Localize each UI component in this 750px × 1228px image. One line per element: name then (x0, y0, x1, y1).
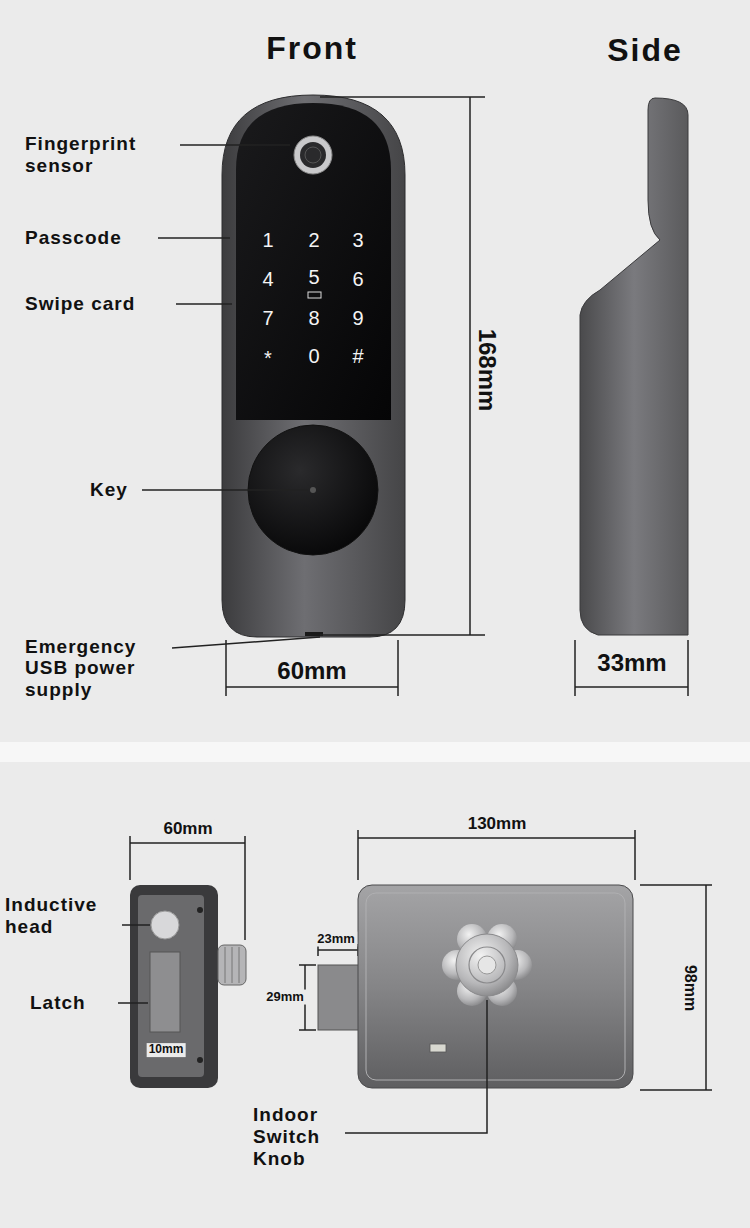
dimension-lines-part (469, 97, 471, 635)
part-name: Passcode (25, 227, 122, 249)
keypad-digit: 9 (352, 307, 363, 330)
front-lock-body-part (222, 95, 405, 637)
dimension-lines-part (244, 836, 246, 940)
rim-lock-side-part (138, 895, 204, 1077)
keypad-digit: * (264, 347, 272, 370)
view-heading: Side (607, 32, 683, 69)
view-heading: Front (266, 30, 358, 67)
keypad-digit: 0 (308, 345, 319, 368)
rim-lock-front-part (318, 965, 362, 1030)
rim-lock-side (130, 885, 246, 1088)
rim-lock-front-part (430, 1044, 446, 1052)
dimension-lines-part (226, 686, 398, 688)
rim-lock-front (318, 885, 633, 1088)
fingerprint-sensor-icon (294, 136, 332, 174)
keypad-digit: 1 (262, 229, 273, 252)
dimension-lines-part (299, 1029, 316, 1031)
dimension-label: 60mm (275, 657, 348, 685)
part-name: Indoor Switch Knob (253, 1104, 353, 1170)
leader-lines-part (158, 237, 230, 239)
dimension-label: 10mm (147, 1043, 186, 1057)
dimension-label: 168mm (473, 327, 501, 414)
dimension-lines-part (575, 686, 688, 688)
part-name: Inductive head (5, 894, 123, 938)
leader-lines-part (345, 1000, 487, 1133)
dimension-label: 60mm (161, 819, 214, 839)
leader-lines-part (118, 1002, 148, 1004)
rim-lock-side-part (151, 911, 179, 939)
dimension-label: 98mm (681, 963, 699, 1013)
rim-lock-side-part (239, 947, 240, 983)
rim-lock-side-part (225, 947, 226, 983)
dimension-lines-part (705, 885, 707, 1090)
rim-lock-front-part (366, 893, 625, 1080)
keypad-digit: 5 (308, 266, 319, 289)
dimension-lines-part (299, 964, 316, 966)
keypad-digit: 8 (308, 307, 319, 330)
indoor-switch-knob-icon-part (469, 947, 505, 983)
leader-lines (118, 145, 487, 1133)
keypad-digit: 3 (352, 229, 363, 252)
background-part (0, 742, 750, 762)
card-reader-icon (308, 292, 321, 298)
part-name: Emergency USB power supply (25, 636, 175, 700)
dimension-label: 23mm (315, 932, 357, 947)
rim-lock-side-part (150, 952, 180, 1032)
front-lock-body-part (236, 103, 391, 420)
indoor-switch-knob-icon-part (478, 956, 496, 974)
rim-lock-side-part (197, 907, 203, 913)
side-view-body-part (580, 98, 688, 635)
part-name: Swipe card (25, 293, 135, 315)
leader-lines-part (172, 637, 320, 648)
rim-lock-side-part (218, 945, 246, 985)
dimension-label: 29mm (264, 990, 306, 1005)
indoor-switch-knob-icon-part (456, 934, 518, 996)
dimension-lines-part (318, 949, 358, 951)
keypad-digit: 4 (262, 268, 273, 291)
leader-lines-part (180, 144, 290, 146)
leader-lines-part (176, 303, 232, 305)
fingerprint-sensor-icon-part (305, 147, 321, 163)
part-name: Latch (30, 992, 86, 1014)
keypad-digit: # (352, 345, 363, 368)
leader-lines-part (142, 489, 308, 491)
part-name: Fingerprint sensor (25, 133, 175, 177)
dimension-label: 33mm (595, 649, 668, 677)
dimension-lines-part (640, 1089, 712, 1091)
dimension-lines (130, 97, 712, 1090)
card-reader-icon-part (308, 292, 321, 298)
fingerprint-sensor-icon-part (294, 136, 332, 174)
keypad-digit: 2 (308, 229, 319, 252)
dimension-lines-part (320, 634, 485, 636)
rim-lock-side-part (232, 947, 233, 983)
dimension-lines-part (358, 837, 635, 839)
leader-lines-part (122, 924, 150, 926)
dimension-lines-part (130, 842, 245, 844)
rim-lock-front-part (358, 885, 633, 1088)
dimension-label: 130mm (466, 814, 529, 834)
key-knob-part (310, 487, 316, 493)
indoor-switch-knob-icon (442, 924, 532, 1006)
rim-lock-side-part (130, 885, 218, 1088)
part-name: Key (90, 479, 128, 501)
keypad-digit: 6 (352, 268, 363, 291)
front-lock-body (222, 95, 405, 637)
side-view-body (580, 98, 688, 635)
dimension-lines-part (320, 96, 485, 98)
dimension-lines-part (640, 884, 712, 886)
fingerprint-sensor-icon-part (300, 142, 326, 168)
rim-lock-side-part (197, 1057, 203, 1063)
keypad-digit: 7 (262, 307, 273, 330)
